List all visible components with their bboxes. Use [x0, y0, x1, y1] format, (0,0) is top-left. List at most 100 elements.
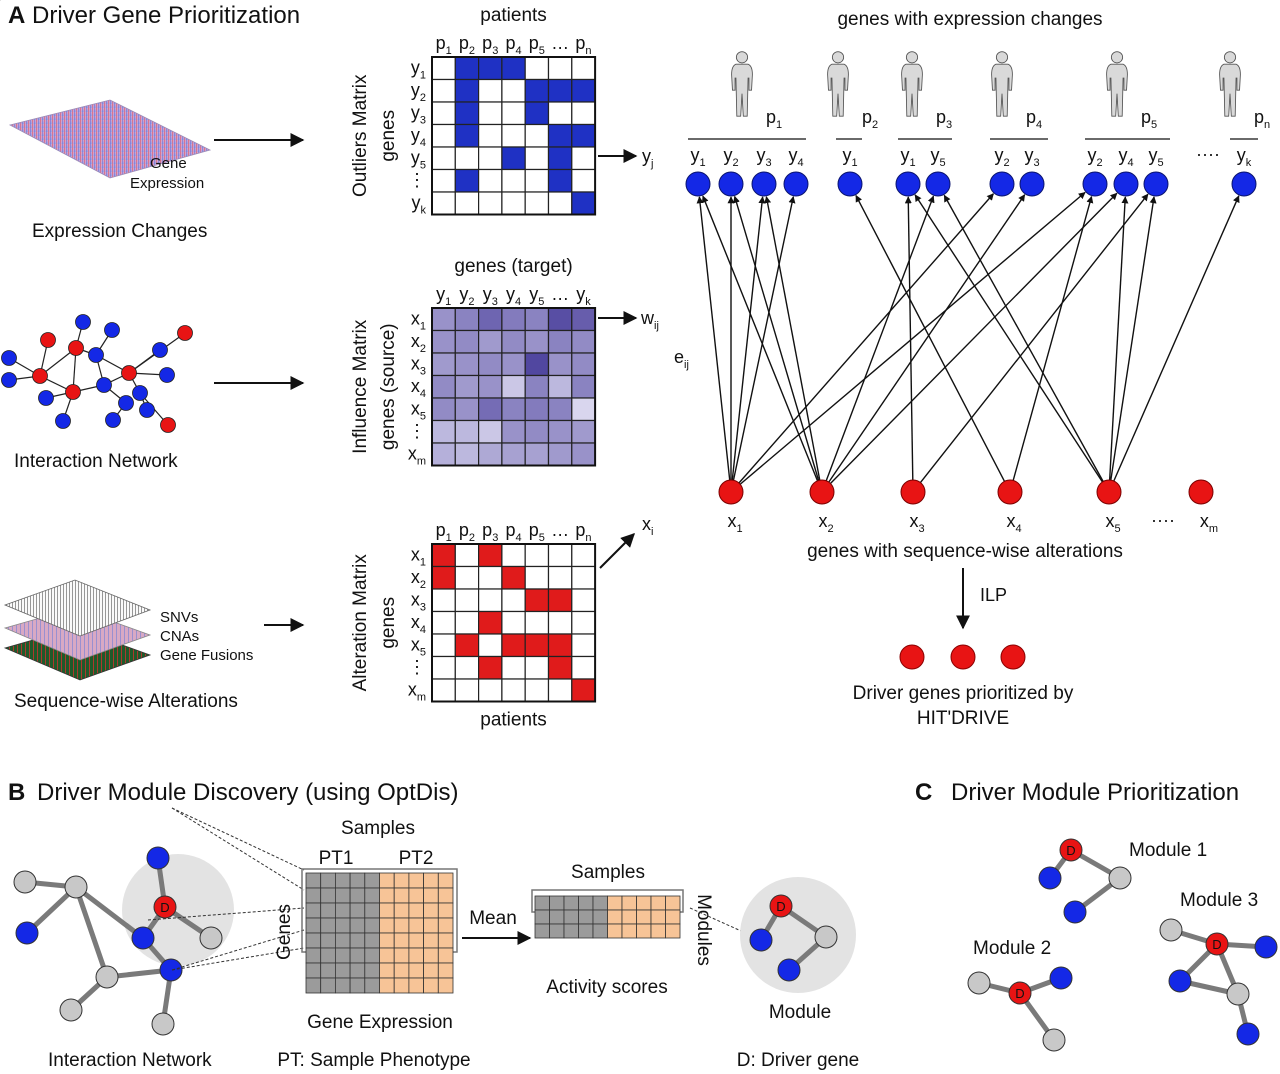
driver-gene-letter: D	[1066, 843, 1075, 858]
matrix-cell	[454, 588, 480, 613]
matrix-cell	[454, 610, 480, 635]
module-2-label: Module 2	[973, 938, 1051, 959]
matrix-cell	[524, 146, 550, 171]
matrix-cell	[547, 655, 573, 680]
gene-node	[95, 965, 119, 989]
activity-cell	[650, 923, 666, 939]
altered-gene-node	[32, 368, 48, 384]
activity-cell	[578, 895, 594, 911]
prioritized-driver-node	[950, 644, 976, 670]
activity-cell	[534, 909, 550, 925]
target-gene-node	[1143, 171, 1169, 197]
matrix-cell	[524, 397, 550, 422]
driver-gene-letter: D	[776, 899, 785, 914]
gene-node	[967, 971, 991, 995]
gene-node	[777, 958, 801, 982]
result-caption-line-2: HIT'DRIVE	[917, 708, 1009, 729]
matrix-cell	[454, 565, 480, 590]
panel-b: B Driver Module Discovery (using OptDis)…	[8, 779, 859, 1071]
driver-gene-letter: D	[1015, 986, 1024, 1001]
matrix-cell	[547, 191, 573, 216]
column-header: y1	[436, 284, 451, 308]
gene-expression-caption: Gene Expression	[307, 1012, 453, 1033]
row-label: yk	[412, 192, 427, 216]
matrix-border	[431, 543, 597, 703]
matrix-cell	[431, 678, 456, 703]
matrix-cell	[501, 678, 526, 703]
row-label: x4	[411, 376, 426, 400]
expression-cell	[305, 947, 322, 964]
activity-cell	[621, 923, 637, 939]
activity-cell	[563, 909, 579, 925]
activity-cell	[636, 895, 652, 911]
expression-cell	[408, 932, 424, 949]
matrix-cell	[524, 610, 550, 635]
expression-cell	[305, 917, 322, 934]
row-label: x1	[411, 544, 426, 568]
activity-cell	[563, 923, 579, 939]
matrix-cell	[454, 101, 480, 126]
source-gene-node	[718, 479, 744, 505]
matrix-cell	[431, 397, 456, 422]
matrix-cell	[571, 374, 596, 399]
matrix-cell	[454, 78, 480, 103]
column-header: p2	[459, 520, 475, 544]
influence-edge	[701, 195, 819, 482]
expression-cell	[408, 947, 424, 964]
matrix-cell	[478, 419, 503, 444]
driver-gene-node	[1059, 838, 1083, 862]
target-gene-node	[751, 171, 777, 197]
expression-cell	[364, 872, 380, 889]
activity-cell	[549, 895, 565, 911]
activity-cell	[665, 923, 681, 939]
row-label: y4	[411, 125, 426, 149]
column-header: pn	[575, 33, 591, 57]
expression-cell	[305, 932, 322, 949]
matrix-cell	[571, 78, 596, 103]
matrix-cell	[547, 123, 573, 148]
expression-cell	[320, 947, 336, 964]
network-edge	[73, 884, 146, 941]
source-gene-label: x3	[909, 511, 924, 535]
column-header: …	[551, 520, 569, 540]
gene-node	[118, 395, 134, 411]
altered-gene-node	[68, 340, 84, 356]
driver-gene-letter: D	[1212, 937, 1221, 952]
altered-gene-node	[40, 332, 56, 348]
gene-node	[139, 402, 155, 418]
matrix-cell	[547, 352, 573, 377]
matrix-cell	[547, 442, 573, 467]
matrix-cell	[571, 352, 596, 377]
genes-axis-label: Genes	[274, 904, 295, 960]
activity-cell	[636, 909, 652, 925]
expression-cell	[379, 902, 395, 919]
source-gene-node	[997, 479, 1023, 505]
matrix-cell	[501, 633, 526, 658]
patient-label: p1	[766, 107, 782, 131]
matrix-cell	[571, 329, 596, 354]
expression-cell	[364, 902, 380, 919]
matrix-cell	[454, 374, 480, 399]
matrix-cell	[454, 352, 480, 377]
expression-cell	[349, 932, 366, 949]
column-header: p2	[459, 33, 475, 57]
expression-cell	[349, 917, 366, 934]
activity-cell	[534, 895, 550, 911]
matrix-cell	[431, 543, 456, 568]
expression-cell	[349, 947, 366, 964]
matrix-cell	[478, 123, 503, 148]
column-header: p3	[482, 33, 498, 57]
matrix-cell	[431, 168, 456, 193]
expression-cell	[408, 917, 424, 934]
matrix-cell	[501, 101, 526, 126]
ilp-label: ILP	[980, 585, 1007, 605]
matrix-cell	[454, 419, 480, 444]
matrix-cell	[431, 352, 456, 377]
matrix-cell	[478, 56, 503, 81]
expression-thumbnail: Gene Expression	[8, 99, 212, 192]
expression-gene-label: y4	[1118, 145, 1133, 169]
expression-cell	[393, 887, 410, 904]
matrix-cell	[478, 101, 503, 126]
matrix-cell	[431, 419, 456, 444]
prioritized-driver-node	[899, 644, 925, 670]
